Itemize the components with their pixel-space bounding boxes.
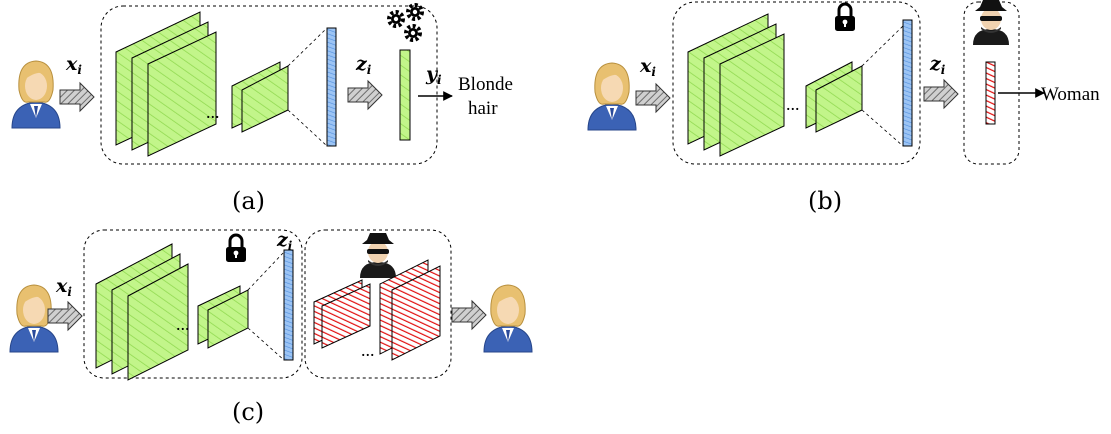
lock-icon xyxy=(224,233,248,264)
encoder-box xyxy=(100,5,438,165)
decoder-maps-small xyxy=(321,283,371,349)
hacker-icon xyxy=(360,233,396,278)
ellipsis: ... xyxy=(361,340,375,360)
hacker-icon xyxy=(973,0,1009,45)
hatched-arrow xyxy=(347,80,383,110)
lock-icon xyxy=(833,2,857,33)
encoding-label: zi xyxy=(929,53,946,77)
feature-maps-large xyxy=(95,243,189,381)
output-label: yi xyxy=(425,63,442,87)
caption-a: (a) xyxy=(232,187,265,215)
encoder-box xyxy=(672,1,921,165)
decoder-maps-large xyxy=(379,259,441,361)
hatched-arrow xyxy=(451,300,487,330)
result-label: Woman xyxy=(1041,84,1100,105)
user-avatar xyxy=(587,62,637,131)
feature-maps-small xyxy=(197,285,249,349)
classifier-vector xyxy=(399,49,411,141)
feature-maps-small xyxy=(231,61,289,133)
result-line-2: hair xyxy=(468,98,498,119)
caption-c: (c) xyxy=(232,398,264,426)
panel-c: xi ... zi ... (c) xyxy=(9,229,533,426)
hatched-arrow xyxy=(47,301,83,331)
ellipsis: ... xyxy=(206,102,220,122)
hatched-arrow xyxy=(635,83,671,113)
encoding-vector xyxy=(902,19,913,147)
panel-b: xi ... zi Woman (b) xyxy=(587,0,1100,215)
ellipsis: ... xyxy=(786,94,800,114)
feature-maps-large xyxy=(687,13,785,157)
encoding-label: zi xyxy=(355,53,372,77)
input-label: xi xyxy=(55,275,72,299)
input-label: xi xyxy=(65,53,82,77)
gear-icon xyxy=(387,3,424,42)
encoding-label: zi xyxy=(276,229,293,253)
result-line-1: Blonde xyxy=(458,74,513,95)
caption-b: (b) xyxy=(808,187,842,215)
reconstructed-avatar xyxy=(483,284,533,353)
ellipsis: ... xyxy=(176,314,190,334)
hatched-arrow xyxy=(59,82,95,112)
encoding-vector xyxy=(326,27,337,147)
hatched-arrow xyxy=(923,79,959,109)
feature-maps-large xyxy=(115,11,217,157)
encoding-vector xyxy=(283,249,294,361)
feature-maps-small xyxy=(805,61,863,133)
panel-a: xi ... zi yi Blonde hair (a) xyxy=(11,3,513,215)
attacker-vector xyxy=(985,61,996,125)
input-label: xi xyxy=(639,55,656,79)
user-avatar xyxy=(11,60,61,129)
